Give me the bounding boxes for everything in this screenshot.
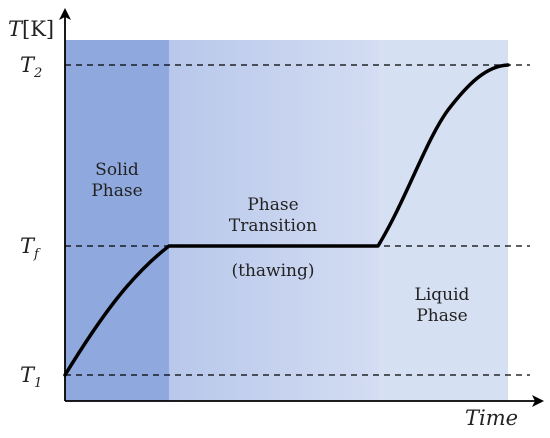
x-axis-label: Time [465,406,518,430]
solid-phase-region [65,40,169,401]
t2-label: T2 [20,53,42,81]
liquid-phase-region [378,40,508,401]
t1-label: T1 [20,363,42,391]
phase-transition-region [169,40,378,401]
solid-phase-label-line1: Solid [95,160,139,180]
transition-label-line3: (thawing) [232,261,315,281]
y-axis-label: T[K] [8,17,54,41]
liquid-phase-label-line1: Liquid [415,285,470,305]
temperature-curve [63,63,510,377]
tf-label: Tf [20,234,41,262]
transition-label-line2: Transition [229,216,317,236]
transition-label-line1: Phase [247,195,298,215]
liquid-phase-label-line2: Phase [416,306,467,326]
solid-phase-label-line2: Phase [91,181,142,201]
